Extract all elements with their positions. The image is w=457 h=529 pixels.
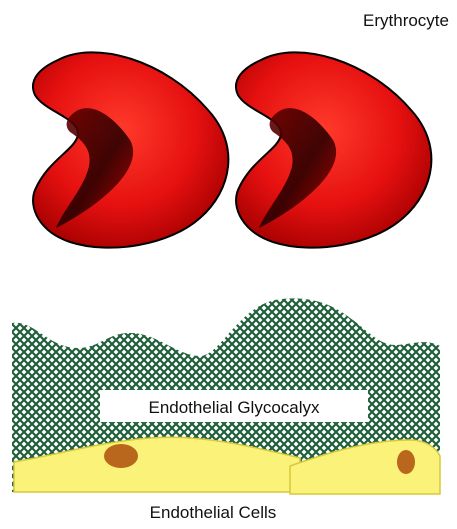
nucleus-2 (397, 450, 415, 474)
erythrocyte-2 (236, 52, 431, 247)
glycocalyx-label: Endothelial Glycocalyx (148, 398, 320, 417)
endothelial-cells-label: Endothelial Cells (150, 503, 277, 522)
erythrocyte-1 (33, 52, 228, 247)
nucleus-1 (104, 444, 138, 468)
erythrocyte-label: Erythrocyte (363, 11, 449, 30)
